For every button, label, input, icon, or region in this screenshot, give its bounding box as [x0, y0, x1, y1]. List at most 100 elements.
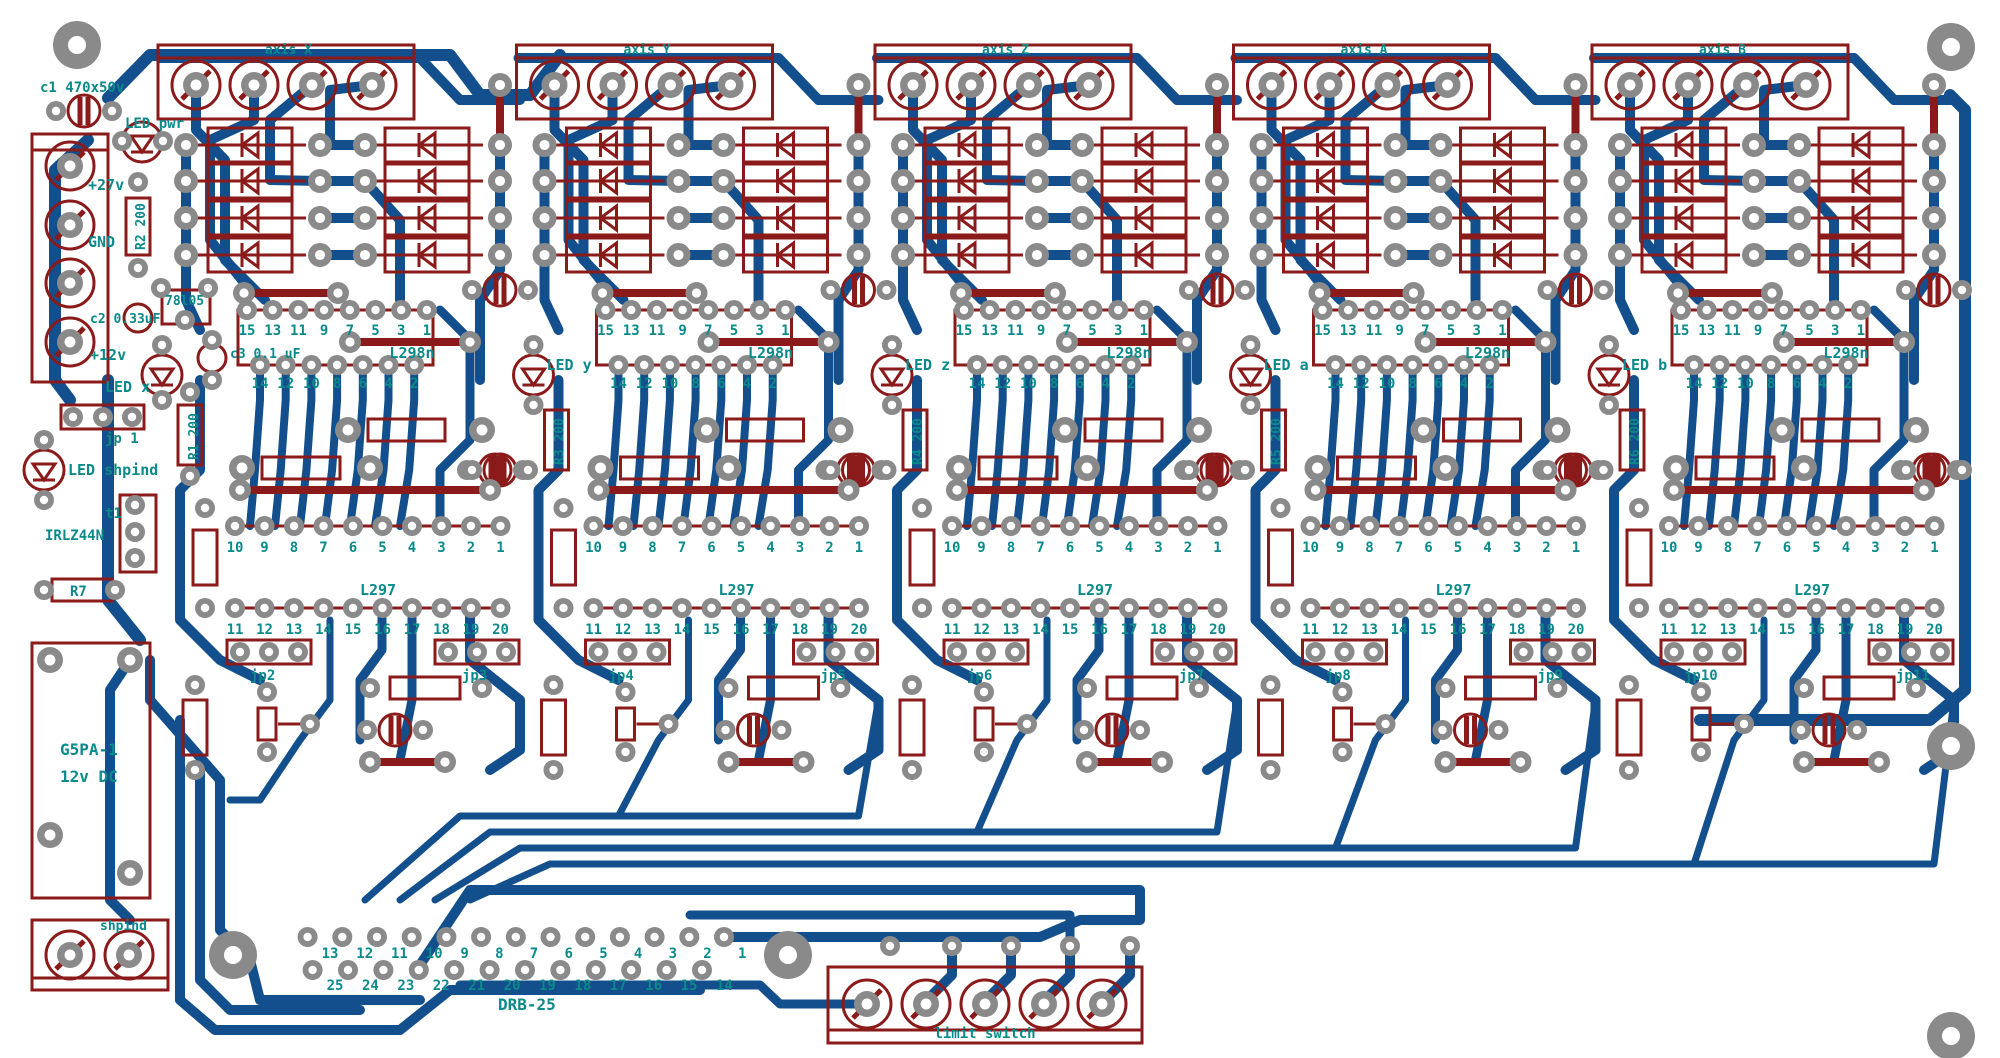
pad-drill [1696, 747, 1706, 757]
pin-number: 9 [460, 946, 468, 962]
pad-drill [729, 305, 739, 315]
signal-trace [1471, 361, 1494, 530]
axis-terminal [1422, 59, 1473, 111]
pad-drill [854, 521, 864, 531]
diode-symbol [239, 130, 260, 160]
pin-number: 2 [1844, 376, 1852, 392]
pin-number: 20 [851, 622, 868, 638]
pad-drill [723, 462, 734, 474]
pad-drill [200, 603, 210, 613]
jumper-label: jp7 [1179, 668, 1204, 684]
pad-drill [1031, 249, 1043, 261]
diode-symbol [1492, 130, 1512, 160]
pad-drill [623, 647, 632, 657]
pin-number: 19 [1180, 622, 1197, 638]
pad-drill [559, 503, 568, 513]
pad-drill [371, 305, 380, 315]
pad-drill [180, 315, 190, 325]
diode-symbol [416, 130, 437, 160]
jumper-header [433, 638, 521, 666]
pad-drill [685, 932, 694, 942]
pin-number: 12 [256, 622, 273, 638]
pin-number: 13 [286, 622, 303, 638]
signal-trace [1346, 361, 1366, 530]
pad-drill [1728, 305, 1737, 315]
resistor [181, 698, 209, 757]
signal-trace [1113, 361, 1136, 530]
pad-drill [1852, 725, 1862, 735]
pad-drill [1357, 360, 1366, 370]
pad-drill [1753, 521, 1762, 531]
pad-drill [314, 249, 326, 261]
pad-drill [1599, 285, 1608, 295]
axis-label: axis B [1699, 43, 1746, 58]
pad-drill [835, 424, 846, 436]
pad-drill [319, 305, 329, 315]
pad-drill [673, 175, 684, 187]
pin-number: 10 [1737, 376, 1754, 392]
pad-drill [725, 79, 736, 91]
pin-number: 15 [1420, 622, 1437, 638]
mounting-hole-drill [1942, 737, 1960, 755]
pad-drill [407, 932, 416, 942]
sense-resistor [1336, 455, 1417, 481]
pad-drill [442, 932, 451, 942]
pad-drill [594, 647, 603, 657]
pad-drill [523, 465, 533, 475]
pad-drill [260, 603, 269, 613]
pad-drill [1664, 603, 1674, 613]
resistor [1822, 675, 1896, 701]
signal-trace [371, 361, 393, 530]
resistor-label: R5 200 [1270, 418, 1285, 465]
pad-drill [1483, 603, 1492, 613]
pin-number: 2 [410, 376, 418, 392]
pad-drill [1211, 249, 1223, 261]
pad-drill [1779, 337, 1789, 347]
pad-drill [959, 305, 969, 315]
diode-symbol [239, 203, 260, 233]
pad-drill [1311, 647, 1320, 657]
pad-drill [157, 395, 167, 405]
pad-drill [39, 435, 49, 445]
bus-trace [175, 715, 705, 1035]
spindle-label: shpind [100, 919, 147, 934]
sense-resistor [619, 455, 700, 481]
c3-label: c3 0.1 uF [230, 347, 301, 362]
signal-trace [679, 361, 700, 530]
pin-number: 11 [290, 323, 307, 339]
diode-symbol [1492, 240, 1512, 270]
diode-symbol [1850, 130, 1871, 160]
pad-drill [549, 79, 560, 91]
pad-drill [1114, 305, 1123, 315]
pin-number: 4 [408, 540, 416, 556]
pad-drill [260, 521, 269, 531]
jp1-header [59, 403, 146, 431]
diode-symbol [1133, 240, 1154, 270]
pad-drill [721, 725, 730, 735]
signal-trace [1805, 361, 1827, 530]
relay-trace [105, 655, 135, 925]
pad-drill [1669, 485, 1679, 495]
signal-trace [754, 361, 777, 530]
pad-drill [1694, 603, 1703, 613]
pad-drill [591, 965, 600, 975]
pad-drill [1079, 725, 1089, 735]
pad-drill [1440, 462, 1451, 474]
pin-number: 9 [1037, 323, 1045, 339]
pad-drill [1741, 360, 1750, 370]
pad-drill [1183, 603, 1193, 613]
pad-drill [539, 249, 550, 261]
pad-drill [1082, 757, 1092, 767]
pad-drill [1006, 941, 1016, 951]
pad-drill [1911, 683, 1921, 693]
pad-drill [1125, 941, 1135, 951]
pin-number: 14 [315, 622, 332, 638]
mounting-hole-drill [68, 36, 86, 54]
resistor [388, 675, 462, 701]
pad-drill [1614, 212, 1626, 224]
pin-number: 9 [260, 540, 268, 556]
pad-drill [1335, 603, 1345, 613]
pin-number: 6 [565, 946, 573, 962]
pin-number: 15 [597, 323, 614, 339]
diode-symbol [598, 166, 618, 196]
